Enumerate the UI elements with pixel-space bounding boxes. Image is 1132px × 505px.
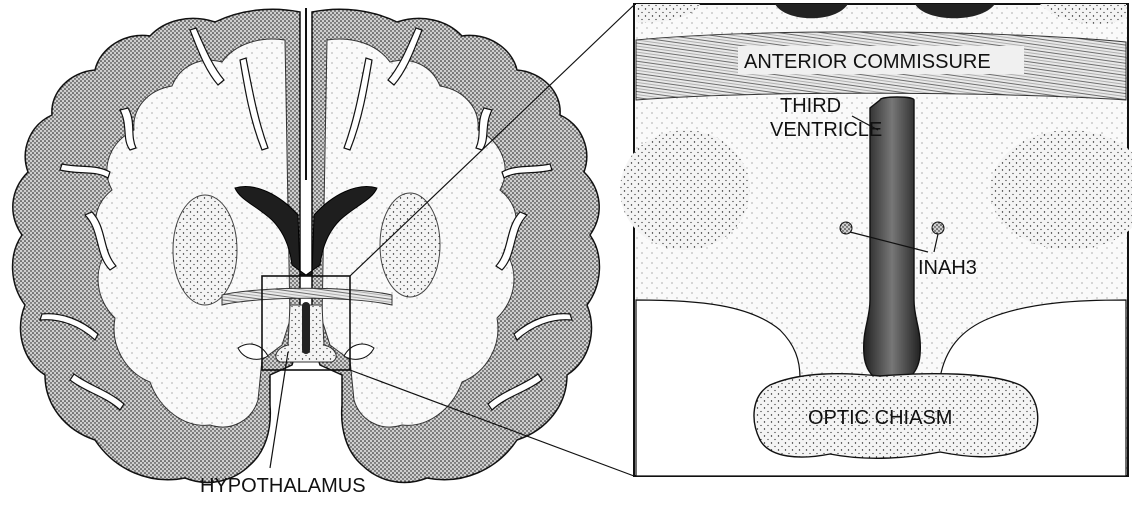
coronal-brain-section: [13, 8, 600, 482]
label-hypothalamus: HYPOTHALAMUS: [200, 475, 366, 497]
label-optic-chiasm: OPTIC CHIASM: [808, 407, 952, 429]
label-inah3: INAH3: [918, 257, 977, 279]
inah3-nucleus-right: [932, 222, 944, 234]
right-basal-ganglia: [380, 193, 440, 297]
inset-left-mass: [620, 130, 750, 250]
label-third-ventricle-line2: VENTRICLE: [770, 119, 882, 141]
small-third-ventricle: [302, 302, 310, 354]
label-third-ventricle-line1: THIRD: [780, 95, 841, 117]
enlarged-inset: ANTERIOR COMMISSURE OPTIC CHIASM THIRD V…: [620, 4, 1132, 476]
left-basal-ganglia: [173, 195, 237, 305]
label-anterior-commissure: ANTERIOR COMMISSURE: [744, 51, 991, 73]
